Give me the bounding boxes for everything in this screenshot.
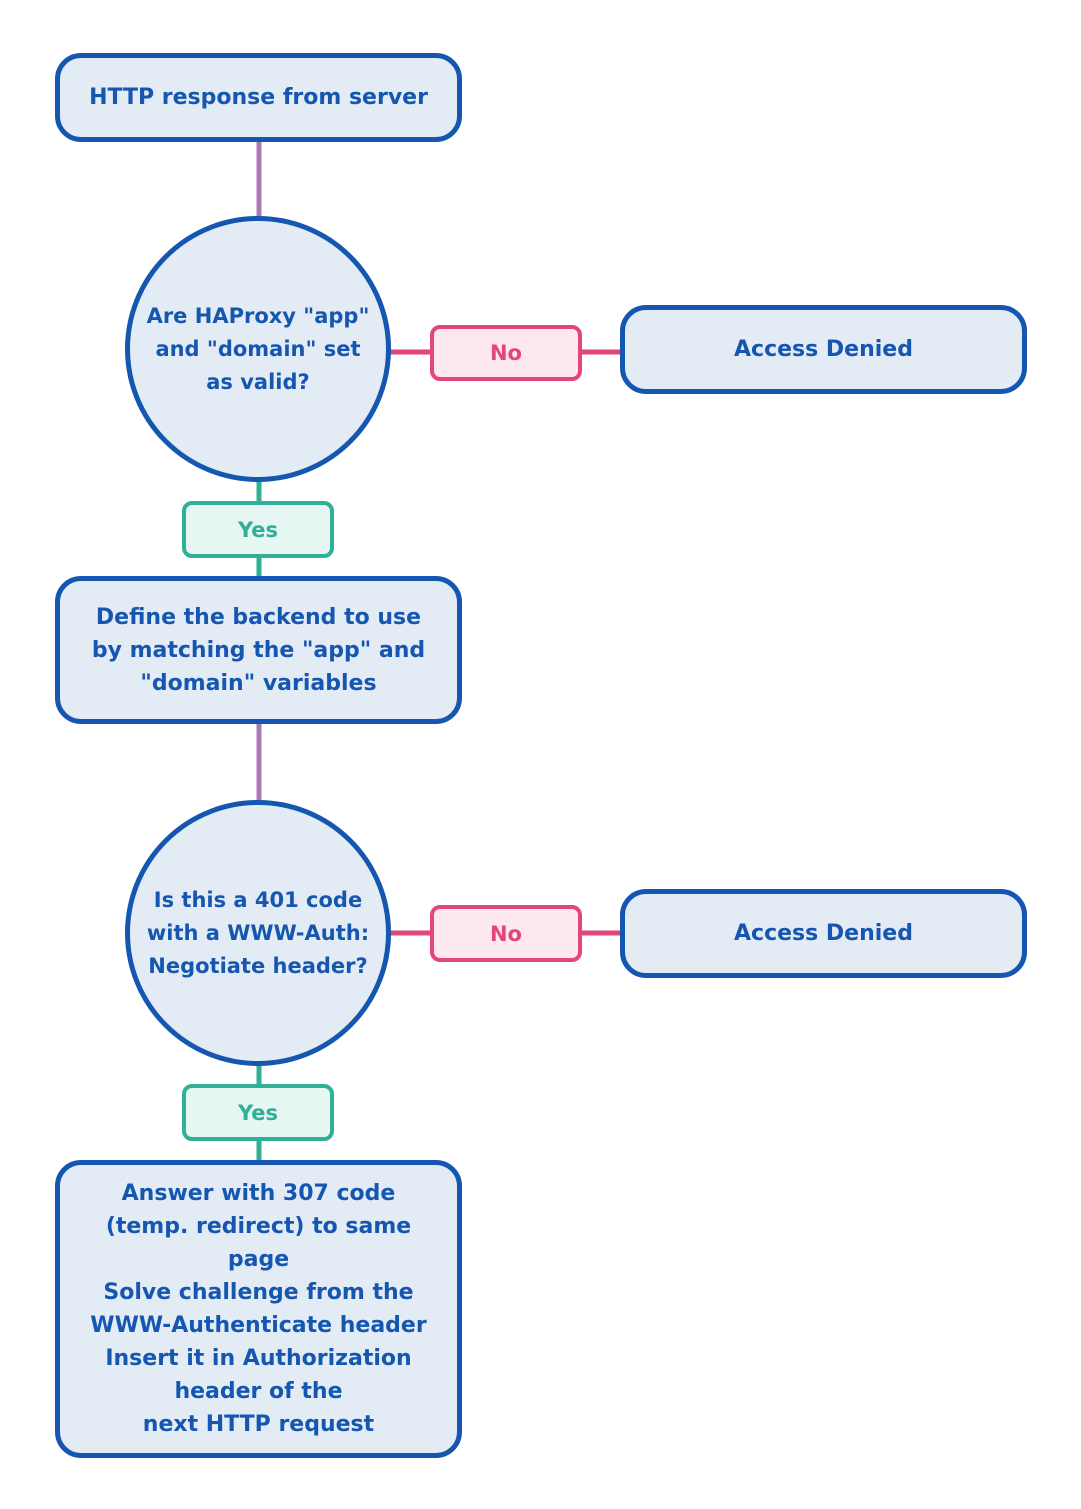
access-denied-node-1: Access Denied <box>620 305 1027 394</box>
start-node: HTTP response from server <box>55 53 462 142</box>
answer-307-node-label: Answer with 307 code (temp. redirect) to… <box>90 1181 427 1437</box>
edge-label-yes-2-text: Yes <box>237 1100 279 1125</box>
access-denied-node-1-label: Access Denied <box>734 337 913 362</box>
decision-node-401-negotiate-label: Is this a 401 code with a WWW-Auth: Nego… <box>146 887 370 978</box>
edge-label-no-2: No <box>430 905 582 962</box>
define-backend-node-label: Define the backend to use by matching th… <box>91 604 426 696</box>
decision-node-401-negotiate: Is this a 401 code with a WWW-Auth: Nego… <box>125 800 391 1066</box>
edge-label-yes-2: Yes <box>182 1084 334 1141</box>
edge-label-yes-1-text: Yes <box>237 517 279 542</box>
start-node-label: HTTP response from server <box>89 85 428 110</box>
edge-label-no-1: No <box>430 325 582 381</box>
access-denied-node-2: Access Denied <box>620 889 1027 978</box>
access-denied-node-2-label: Access Denied <box>734 921 913 946</box>
define-backend-node: Define the backend to use by matching th… <box>55 576 462 724</box>
edge-label-no-1-text: No <box>489 341 522 365</box>
decision-node-haproxy-valid-label: Are HAProxy "app" and "domain" set as va… <box>146 303 370 394</box>
decision-node-haproxy-valid: Are HAProxy "app" and "domain" set as va… <box>125 216 391 482</box>
edge-label-yes-1: Yes <box>182 501 334 558</box>
edge-label-no-2-text: No <box>489 921 522 946</box>
answer-307-node: Answer with 307 code (temp. redirect) to… <box>55 1160 462 1458</box>
